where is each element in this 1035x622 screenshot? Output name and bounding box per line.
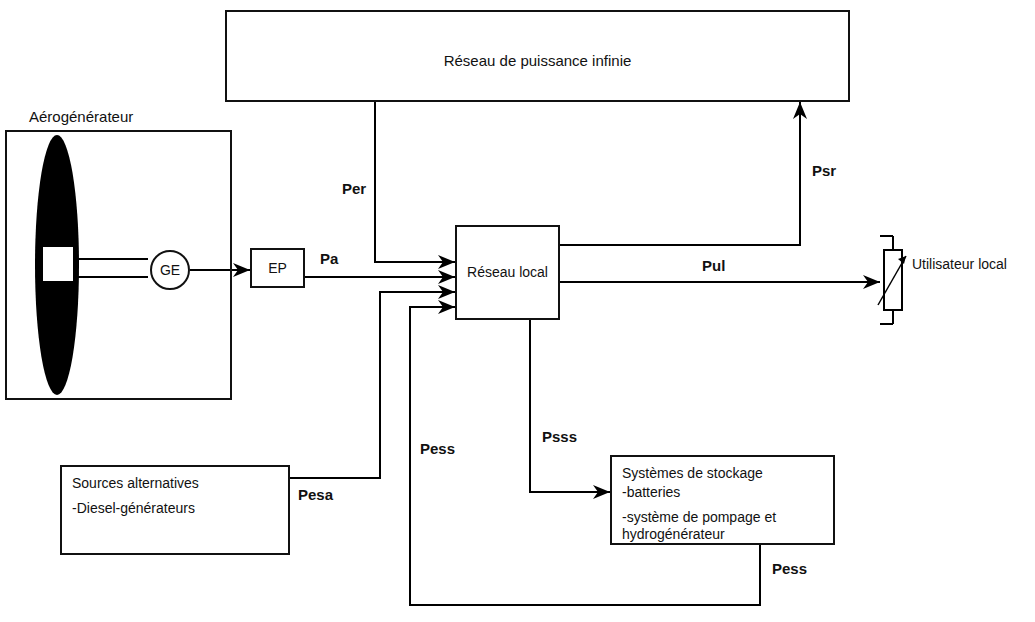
node-title: Systèmes de stockage (622, 465, 823, 482)
node-title: Sources alternatives (72, 475, 278, 492)
grid-box: Réseau de puissance infinie (225, 10, 850, 102)
power-label: Psss (540, 428, 579, 445)
local-grid-box: Réseau local (455, 225, 560, 320)
power-label: Pess (418, 440, 457, 457)
node-title: Réseau local (467, 264, 548, 281)
node-text: -batteries (622, 484, 823, 501)
node-title: Aérogénérateur (29, 108, 133, 125)
converter-box: EP (250, 248, 305, 288)
variable-arrow (878, 256, 906, 305)
storage-box: Systèmes de stockage -batteries -système d… (610, 455, 835, 545)
power-flow-arrow (560, 102, 800, 245)
resistor-lead (880, 235, 893, 237)
user-load: Utilisateur local (872, 232, 1027, 328)
node-title: Réseau de puissance infinie (227, 52, 848, 69)
resistor-lead (892, 310, 894, 324)
node-title: GE (160, 262, 180, 279)
wind-turbine-box: AérogénérateurGE (5, 130, 232, 400)
power-label: Pul (700, 257, 727, 274)
power-flow-arrow (305, 276, 455, 278)
rotor-hub (42, 246, 74, 282)
power-label: Pesa (296, 486, 335, 503)
rotor-blade (35, 135, 79, 395)
shaft-line (74, 276, 148, 278)
node-text: -système de pompage et hydrogénérateur (622, 509, 823, 543)
resistor-lead (880, 323, 893, 325)
power-flow-arrow (530, 320, 610, 492)
power-label: Pess (770, 560, 809, 577)
power-flow-arrow (560, 281, 880, 283)
shaft-line (74, 258, 148, 260)
node-text: -Diesel-générateurs (72, 500, 278, 517)
power-label: Pa (318, 250, 340, 267)
generator-circle: GE (150, 250, 190, 290)
alternative-sources-box: Sources alternatives -Diesel-générateurs (60, 465, 290, 555)
power-label: Psr (810, 162, 838, 179)
power-flow-arrow (375, 102, 455, 262)
power-label: Per (340, 180, 368, 197)
node-title: EP (268, 260, 287, 277)
resistor-lead (892, 236, 894, 250)
power-flow-arrow (190, 269, 250, 271)
variable-arrow (898, 256, 906, 264)
node-title: Utilisateur local (912, 256, 1022, 273)
